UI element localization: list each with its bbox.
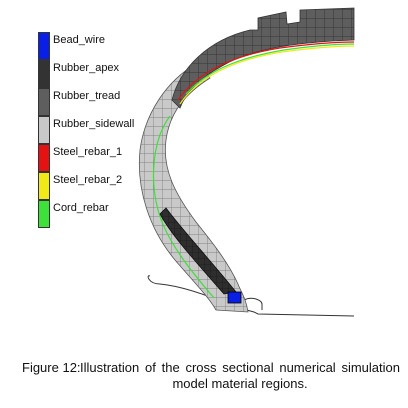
legend-swatch-rubber-apex <box>38 60 50 88</box>
legend-item-steel-rebar-1: Steel_rebar_1 <box>38 144 168 172</box>
legend-swatch-rubber-sidewall <box>38 116 50 144</box>
rubber-tread-region <box>171 7 355 109</box>
legend-label-rubber-sidewall: Rubber_sidewall <box>53 118 135 130</box>
rim-outline <box>147 275 355 317</box>
legend-item-rubber-tread: Rubber_tread <box>38 88 168 116</box>
legend-label-rubber-apex: Rubber_apex <box>53 62 120 74</box>
rim-flange <box>243 297 263 310</box>
cord-rebar <box>152 43 355 299</box>
legend-item-rubber-apex: Rubber_apex <box>38 60 168 88</box>
legend-swatch-rubber-tread <box>38 88 50 116</box>
steel-rebar-1 <box>177 41 355 101</box>
legend-item-steel-rebar-2: Steel_rebar_2 <box>38 172 168 200</box>
legend-item-rubber-sidewall: Rubber_sidewall <box>38 116 168 144</box>
caption-text: Illustration of the cross sectional nume… <box>80 360 400 391</box>
legend-swatch-steel-rebar-1 <box>38 144 50 172</box>
legend-label-cord-rebar: Cord_rebar <box>53 202 109 214</box>
legend-label-rubber-tread: Rubber_tread <box>53 90 121 102</box>
rubber-sidewall-region <box>138 63 249 313</box>
legend-swatch-cord-rebar <box>38 200 50 228</box>
steel-rebar-2 <box>179 45 355 105</box>
legend-label-steel-rebar-2: Steel_rebar_2 <box>53 174 123 186</box>
legend-swatch-bead-wire <box>38 32 50 60</box>
legend-item-cord-rebar: Cord_rebar <box>38 200 168 228</box>
caption-figure-number: Figure 12: <box>22 360 81 375</box>
legend-swatch-steel-rebar-2 <box>38 172 50 200</box>
legend-label-steel-rebar-1: Steel_rebar_1 <box>53 146 123 158</box>
legend-item-bead-wire: Bead_wire <box>38 32 168 60</box>
legend-label-bead-wire: Bead_wire <box>53 34 105 46</box>
bead-wire-block <box>227 291 242 304</box>
